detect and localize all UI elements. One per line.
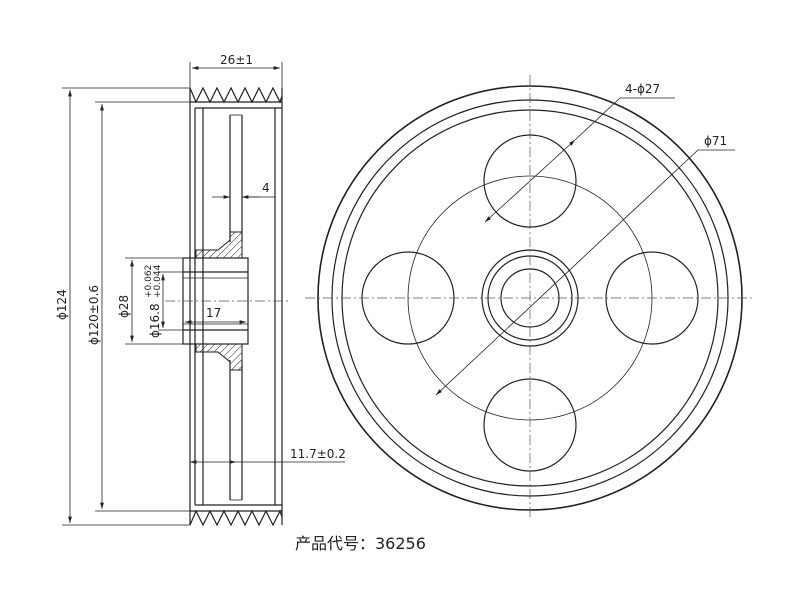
side-view: ϕ124 ϕ120±0.6 ϕ28 ϕ16.8 +0.062 +0.044 26… [55,53,346,527]
pcd-label: ϕ71 [704,134,727,148]
holes-label: 4-ϕ27 [625,82,660,96]
width-label: 26±1 [220,53,253,67]
hub-len-label: 17 [206,306,221,320]
bore-tol-upper: +0.062 [144,265,154,298]
hub-od-label: ϕ28 [117,295,131,318]
pitch-label: ϕ120±0.6 [87,285,101,345]
od-label: ϕ124 [55,289,69,320]
front-view: 4-ϕ27 ϕ71 [305,75,755,520]
product-code-caption: 产品代号：36256 [295,534,426,553]
hub-section-top [195,231,243,259]
bore-tol-lower: +0.044 [153,264,163,298]
bottom-grooves [189,509,283,527]
groove-label: 4 [262,181,270,195]
bore-label: ϕ16.8 [148,303,162,338]
hub-section-bottom [195,343,243,371]
offset-label: 11.7±0.2 [290,447,346,461]
top-grooves [189,86,283,104]
